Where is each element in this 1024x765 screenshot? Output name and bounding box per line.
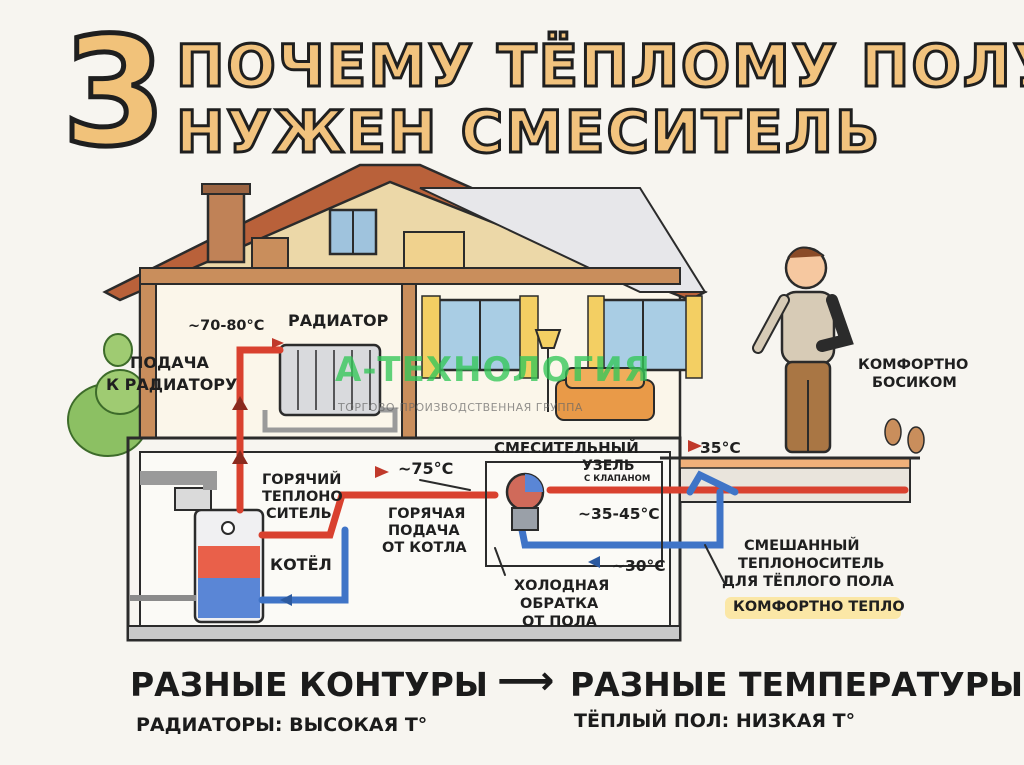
summary-arrow: ⟶	[497, 658, 555, 704]
page-title-line-1: ПОЧЕМУ ТЁПЛОМУ ПОЛУ	[175, 32, 1024, 100]
label-mix-temp: ~35-45°C	[578, 505, 660, 523]
label-hot-coolant-3: СИТЕЛЬ	[266, 506, 332, 522]
label-hot-coolant-1: ГОРЯЧИЙ	[262, 472, 342, 488]
summary-left-heading: РАЗНЫЕ КОНТУРЫ	[130, 665, 488, 704]
boiler-illustration	[130, 471, 265, 624]
label-mixing-2: УЗЕЛЬ	[582, 458, 635, 474]
flow-arrows	[232, 338, 702, 606]
label-hot-coolant-2: ТЕПЛОНО	[262, 489, 343, 505]
label-mixed-2: ТЕПЛОНОСИТЕЛЬ	[738, 556, 885, 572]
label-mixing-3: С КЛАПАНОМ	[584, 474, 651, 484]
pointer-lines	[419, 479, 726, 585]
heated-floor-slab	[660, 456, 920, 503]
label-boiler-temp: ~75°C	[398, 459, 454, 478]
label-mixed-3: ДЛЯ ТЁПЛОГО ПОЛА	[722, 574, 894, 590]
footprints-icon	[884, 418, 925, 454]
label-hot-supply-3: ОТ КОТЛА	[382, 540, 467, 556]
label-radiator-temp: ~70-80°C	[188, 318, 265, 334]
watermark-logo: А-ТЕХНОЛОГИЯ	[335, 350, 651, 390]
label-cold-return-3: ОТ ПОЛА	[522, 614, 597, 630]
label-comfort-warm: КОМФОРТНО ТЕПЛО	[733, 599, 905, 615]
summary-right-heading: РАЗНЫЕ ТЕМПЕРАТУРЫ	[570, 665, 1024, 704]
radiator-return-pipe	[262, 407, 398, 433]
title-number: 3	[59, 6, 168, 180]
page-title-line-2: НУЖЕН СМЕСИТЕЛЬ	[174, 98, 882, 166]
label-supply-radiator-1: ПОДАЧА	[130, 353, 209, 372]
label-boiler: КОТЁЛ	[270, 555, 332, 574]
label-radiator: РАДИАТОР	[288, 311, 389, 330]
label-mixing-1: СМЕСИТЕЛЬНЫЙ	[494, 439, 639, 457]
label-mixed-1: СМЕШАННЫЙ	[744, 538, 860, 554]
comfort-warm-highlight	[725, 597, 901, 619]
label-supply-radiator-2: К РАДИАТОРУ	[106, 375, 238, 394]
label-hot-supply-2: ПОДАЧА	[388, 523, 460, 539]
label-cold-return-1: ХОЛОДНАЯ	[514, 578, 610, 594]
label-hot-supply-1: ГОРЯЧАЯ	[388, 506, 466, 522]
summary-right-sub: ТЁПЛЫЙ ПОЛ: НИЗКАЯ Т°	[574, 710, 856, 732]
summary-left-sub: РАДИАТОРЫ: ВЫСОКАЯ Т°	[136, 714, 428, 736]
radiator-illustration	[278, 343, 382, 417]
label-return-temp: ~30°C	[612, 557, 666, 575]
watermark-tagline: ТОРГОВО-ПРОИЗВОДСТВЕННАЯ ГРУППА	[338, 401, 583, 414]
mixing-valve-illustration	[485, 461, 663, 567]
label-comfort-bare-1: КОМФОРТНО	[858, 357, 969, 373]
label-floor-temp: 35°C	[700, 439, 741, 457]
label-comfort-bare-2: БОСИКОМ	[872, 375, 957, 391]
house-illustration	[102, 163, 708, 440]
label-cold-return-2: ОБРАТКА	[520, 596, 599, 612]
man-illustration	[752, 246, 854, 454]
